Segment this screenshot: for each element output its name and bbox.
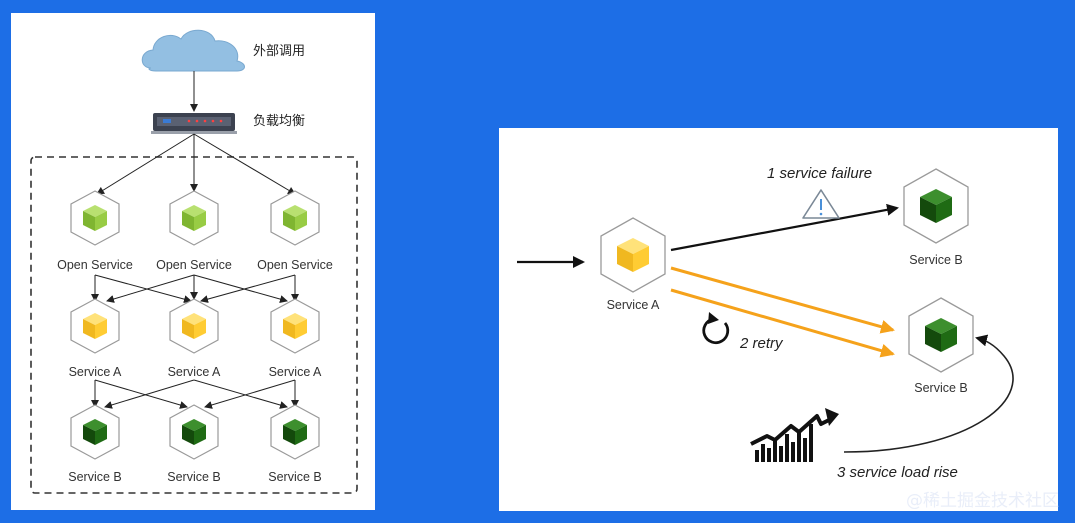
open-service-label: Open Service [57,258,133,272]
service-b-label: Service B [268,470,322,484]
retry-label: 2 retry [739,335,784,352]
service-a-node [270,298,320,354]
service-a-node [169,298,219,354]
warning-icon [802,189,840,219]
service-b-label: Service B [68,470,122,484]
load-balancer-label: 负载均衡 [253,114,305,129]
service-a-label: Service A [168,365,221,379]
load-rise-label: 3 service load rise [837,464,958,481]
external-call-label: 外部调用 [253,44,305,59]
service-a-node [600,217,666,293]
service-b-node [903,168,969,244]
watermark: @稀土掘金技术社区 [906,491,1059,511]
router-icon [151,113,237,134]
retry-arrow [670,266,895,334]
service-b-label: Service B [167,470,221,484]
open-service-label: Open Service [156,258,232,272]
service-a-label: Service A [69,365,122,379]
retry-arrow [670,288,895,358]
open-service-node [270,190,320,246]
service-b-bottom-label: Service B [914,381,968,395]
open-service-label: Open Service [257,258,333,272]
cloud-icon [141,29,245,72]
refresh-icon [702,312,730,345]
open-service-node [169,190,219,246]
rising-chart-icon [750,408,839,462]
retry-diagram: Service A 1 service failure Service B 2 … [517,165,1014,481]
service-b-node [270,404,320,460]
open-service-node [70,190,120,246]
load-curve-arrow [843,334,1014,453]
architecture-diagram: 外部调用 负载均衡 [30,29,358,494]
service-a-label: Service A [269,365,322,379]
architecture-panel: 外部调用 负载均衡 [11,13,375,510]
retry-panel: Service A 1 service failure Service B 2 … [499,128,1058,511]
service-b-node [169,404,219,460]
failure-arrow [670,203,899,252]
service-a-label: Service A [607,298,660,312]
failure-label: 1 service failure [767,165,872,182]
service-a-node [70,298,120,354]
service-b-top-label: Service B [909,253,963,267]
service-b-node [908,297,974,373]
service-b-node [70,404,120,460]
